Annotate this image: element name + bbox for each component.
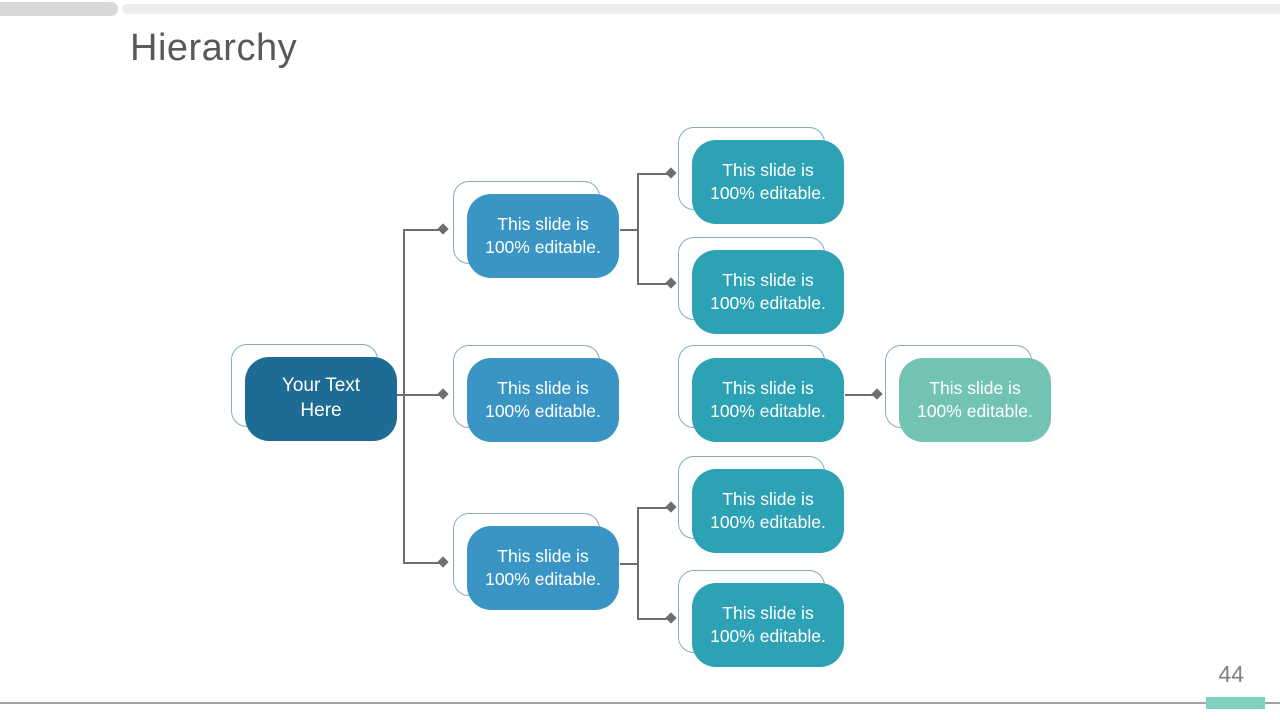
node-label: This slide is 100% editable. — [710, 378, 826, 421]
node-shape[interactable]: This slide is 100% editable. — [899, 358, 1051, 442]
diamond-arrowhead-icon — [437, 388, 449, 400]
connector-line — [403, 562, 439, 564]
node-shape[interactable]: This slide is 100% editable. — [692, 469, 844, 553]
node-leaf-2[interactable]: This slide is 100% editable. — [678, 237, 844, 334]
top-bar — [122, 4, 1280, 14]
node-shape[interactable]: This slide is 100% editable. — [467, 526, 619, 610]
connector-line — [397, 394, 439, 396]
diamond-arrowhead-icon — [665, 167, 677, 179]
node-shape[interactable]: This slide is 100% editable. — [467, 358, 619, 442]
node-label: Your Text Here — [281, 375, 361, 421]
connector-line — [637, 507, 668, 509]
connector-line — [637, 507, 639, 618]
footer-accent-bar — [1206, 697, 1265, 709]
node-leaf-5[interactable]: This slide is 100% editable. — [678, 570, 844, 667]
connector-line — [637, 173, 639, 283]
node-branch-bottom[interactable]: This slide is 100% editable. — [453, 513, 619, 610]
node-label: This slide is 100% editable. — [917, 378, 1033, 421]
node-shape[interactable]: This slide is 100% editable. — [692, 583, 844, 667]
node-shape[interactable]: This slide is 100% editable. — [692, 358, 844, 442]
diamond-arrowhead-icon — [665, 612, 677, 624]
connector-line — [845, 394, 874, 396]
footer-line — [0, 702, 1280, 704]
node-label: This slide is 100% editable. — [710, 489, 826, 532]
node-shape[interactable]: Your Text Here — [245, 357, 397, 441]
connector-line — [620, 563, 637, 565]
page-number: 44 — [1218, 661, 1244, 687]
connector-line — [637, 618, 668, 620]
node-leaf-4[interactable]: This slide is 100% editable. — [678, 456, 844, 553]
connector-line — [637, 173, 668, 175]
node-root[interactable]: Your Text Here — [231, 344, 397, 441]
connector-line — [403, 229, 405, 562]
node-shape[interactable]: This slide is 100% editable. — [692, 250, 844, 334]
node-label: This slide is 100% editable. — [485, 214, 601, 257]
connector-line — [620, 229, 637, 231]
connector-line — [403, 229, 439, 231]
diamond-arrowhead-icon — [871, 388, 883, 400]
node-label: This slide is 100% editable. — [710, 603, 826, 646]
node-leaf-3[interactable]: This slide is 100% editable. — [678, 345, 844, 442]
node-label: This slide is 100% editable. — [710, 270, 826, 313]
node-shape[interactable]: This slide is 100% editable. — [692, 140, 844, 224]
node-label: This slide is 100% editable. — [485, 378, 601, 421]
node-shape[interactable]: This slide is 100% editable. — [467, 194, 619, 278]
node-level4[interactable]: This slide is 100% editable. — [885, 345, 1051, 442]
diamond-arrowhead-icon — [665, 277, 677, 289]
page-title[interactable]: Hierarchy — [130, 27, 298, 69]
node-leaf-1[interactable]: This slide is 100% editable. — [678, 127, 844, 224]
node-branch-middle[interactable]: This slide is 100% editable. — [453, 345, 619, 442]
node-label: This slide is 100% editable. — [485, 546, 601, 589]
diamond-arrowhead-icon — [437, 556, 449, 568]
connector-line — [637, 283, 668, 285]
diamond-arrowhead-icon — [665, 501, 677, 513]
node-branch-top[interactable]: This slide is 100% editable. — [453, 181, 619, 278]
node-label: This slide is 100% editable. — [710, 160, 826, 203]
diamond-arrowhead-icon — [437, 223, 449, 235]
top-bar-accent — [0, 2, 118, 16]
